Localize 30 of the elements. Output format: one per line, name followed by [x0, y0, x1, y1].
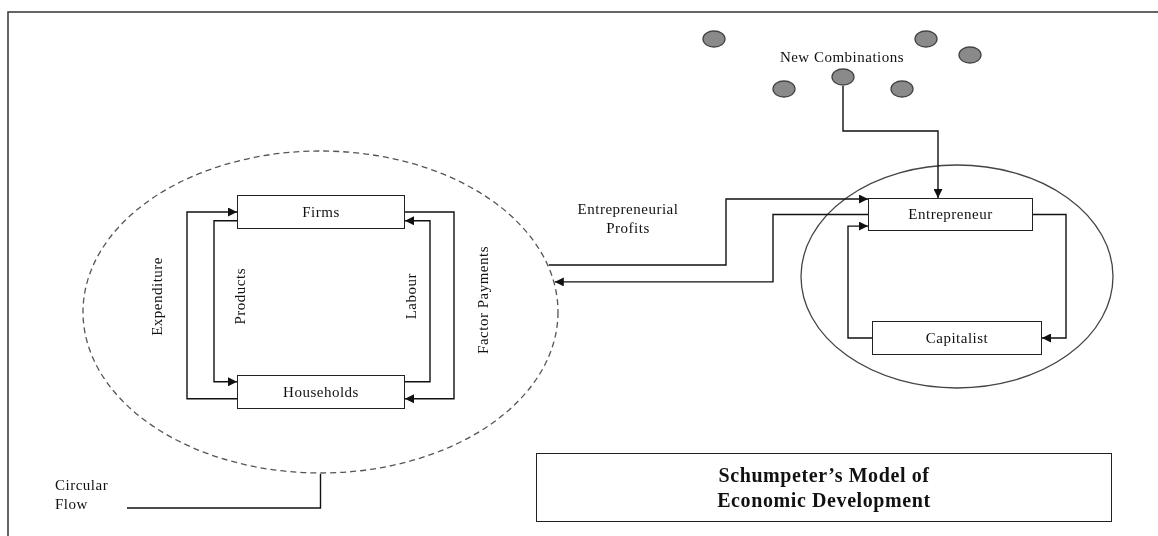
dot	[958, 46, 982, 64]
process-box: Capitalist	[872, 321, 1042, 355]
edge-label: Entrepreneurial Profits	[576, 200, 680, 238]
arrow	[554, 213, 869, 287]
dot	[772, 80, 796, 98]
callout-text: Circular Flow	[55, 476, 127, 516]
arrow	[548, 194, 869, 266]
arrow	[1032, 213, 1067, 343]
arrow	[186, 207, 238, 400]
process-box: Firms	[237, 195, 405, 229]
leader-line	[126, 473, 322, 509]
arrow	[842, 85, 943, 199]
process-box: Households	[237, 375, 405, 409]
arrow	[404, 216, 431, 383]
dashed-ellipse	[82, 150, 559, 474]
arrow	[847, 221, 873, 339]
dot	[914, 30, 938, 48]
label-text: New Combinations	[779, 47, 905, 67]
arrow	[404, 211, 455, 404]
dot	[831, 68, 855, 86]
process-box: Entrepreneur	[868, 198, 1033, 231]
dot	[702, 30, 726, 48]
edge-label: Products	[230, 267, 249, 325]
title: Schumpeter’s Model of Economic Development	[536, 453, 1112, 522]
edge-label: Factor Payments	[473, 246, 492, 354]
edge-label: Expenditure	[147, 256, 166, 336]
arrow	[213, 220, 238, 387]
dot	[890, 80, 914, 98]
ellipse	[800, 164, 1114, 389]
edge-label: Labour	[401, 272, 420, 320]
